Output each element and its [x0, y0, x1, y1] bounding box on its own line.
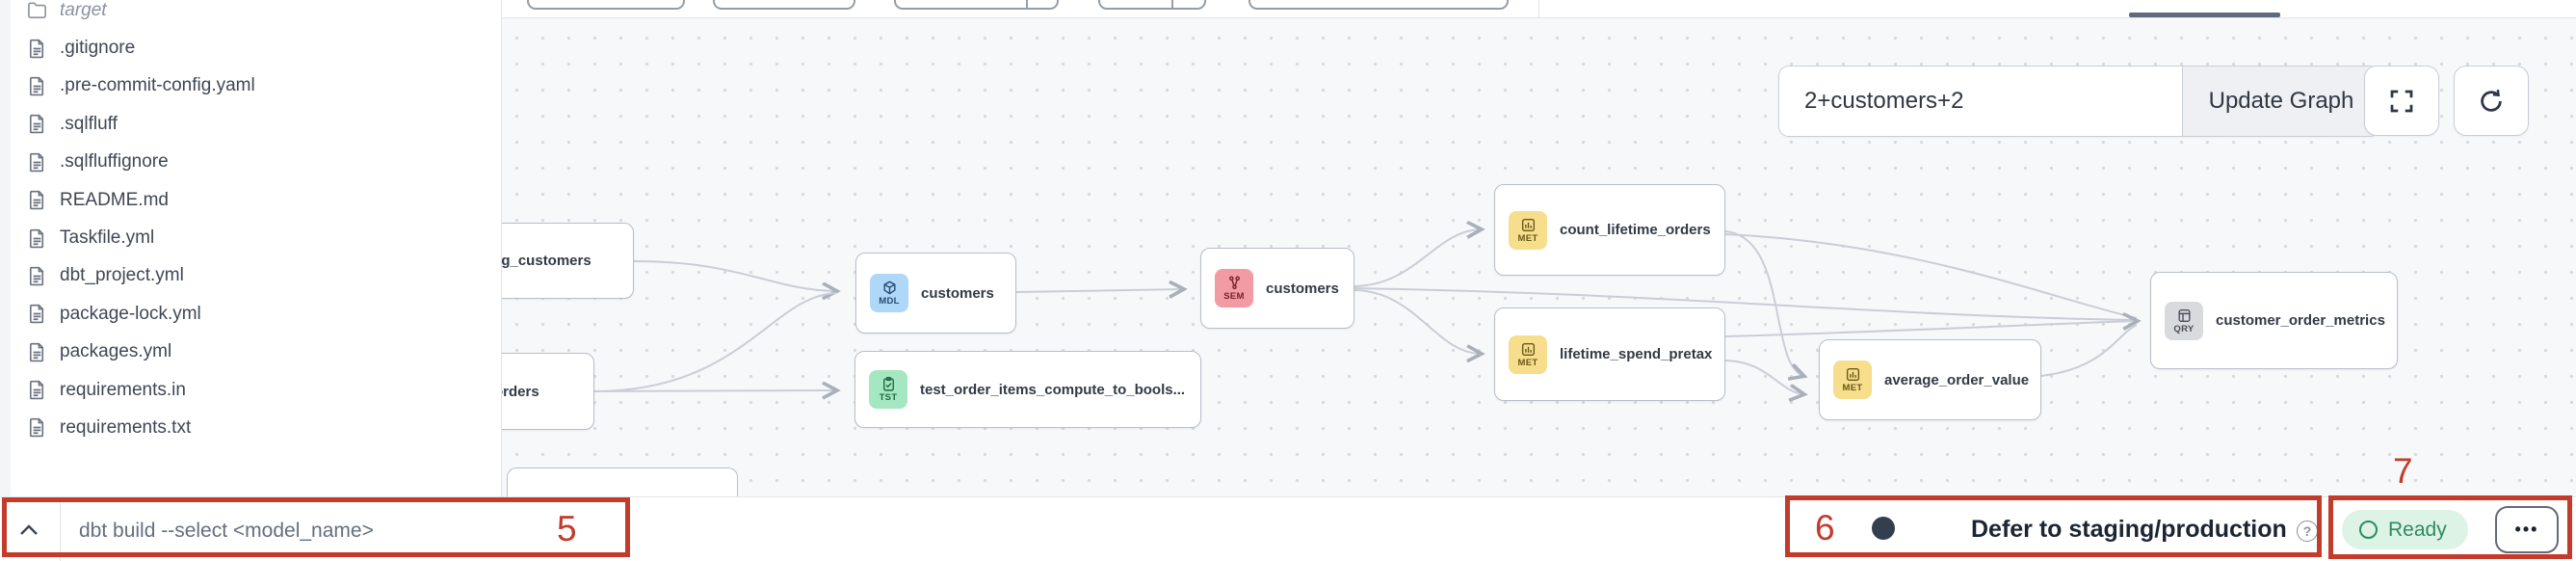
- file-row-taskfile[interactable]: Taskfile.yml: [0, 219, 501, 256]
- query-badge: QRY: [2165, 301, 2203, 340]
- document-icon: [29, 266, 44, 286]
- file-row-package-lock[interactable]: package-lock.yml: [0, 295, 501, 333]
- refresh-icon: [2481, 89, 2502, 112]
- toolbar-button-cutoff[interactable]: [713, 0, 855, 10]
- toolbar-button-cutoff[interactable]: [527, 0, 685, 10]
- cube-icon: [882, 280, 896, 295]
- model-badge: MDL: [870, 274, 908, 312]
- file-row-sqlfluff[interactable]: .sqlfluff: [0, 105, 501, 143]
- dbt-command-input[interactable]: [77, 511, 524, 551]
- document-icon: [29, 342, 44, 361]
- status-badge[interactable]: Ready: [2342, 510, 2468, 549]
- file-list: target .gitignore .pre-commit-config.yam…: [0, 0, 501, 447]
- metric-badge: MET: [1509, 334, 1547, 374]
- file-row-pre-commit-config[interactable]: .pre-commit-config.yaml: [0, 67, 501, 105]
- document-icon: [29, 115, 44, 134]
- graph-nodes-icon: [1228, 276, 1240, 290]
- file-row-gitignore[interactable]: .gitignore: [0, 29, 501, 67]
- circle-outline-icon: [2359, 521, 2378, 539]
- file-explorer-panel: target .gitignore .pre-commit-config.yam…: [0, 0, 502, 496]
- bar-divider: [60, 497, 61, 561]
- document-icon: [29, 191, 44, 210]
- refresh-button[interactable]: [2454, 66, 2529, 136]
- file-row-packages[interactable]: packages.yml: [0, 334, 501, 371]
- document-icon: [29, 152, 44, 172]
- more-options-button[interactable]: •••: [2495, 506, 2559, 553]
- graph-node-average-order-value[interactable]: MET average_order_value: [1819, 339, 2041, 420]
- table-icon: [2177, 308, 2191, 322]
- metric-badge: MET: [1509, 210, 1547, 250]
- collapse-panel-button[interactable]: [8, 511, 50, 549]
- fullscreen-button[interactable]: [2364, 66, 2439, 136]
- folder-icon: [28, 2, 46, 19]
- defer-label: Defer to staging/production: [1971, 516, 2287, 543]
- file-row-requirements-in[interactable]: requirements.in: [0, 371, 501, 409]
- graph-node-test-order-items[interactable]: TST test_order_items_compute_to_bools...: [854, 351, 1201, 428]
- document-icon: [29, 39, 44, 58]
- test-badge: TST: [869, 370, 907, 409]
- graph-node-count-lifetime-orders[interactable]: MET count_lifetime_orders: [1494, 184, 1725, 276]
- document-icon: [29, 76, 44, 96]
- toolbar-button-cutoff[interactable]: [1098, 0, 1206, 10]
- defer-toggle[interactable]: [1869, 514, 1948, 547]
- bar-chart-icon: [1846, 367, 1859, 382]
- graph-node-lifetime-spend-pretax[interactable]: MET lifetime_spend_pretax: [1494, 307, 1725, 401]
- document-icon: [29, 305, 44, 324]
- toolbar-divider: [1538, 0, 1539, 17]
- toggle-knob: [1872, 516, 1895, 540]
- command-status-bar: Defer to staging/production ? Ready •••: [0, 496, 2576, 561]
- toolbar-button-cutoff[interactable]: [1249, 0, 1509, 10]
- bar-chart-icon: [1521, 342, 1535, 356]
- semantic-model-badge: SEM: [1215, 269, 1253, 307]
- file-row-requirements-txt[interactable]: requirements.txt: [0, 409, 501, 446]
- lineage-selector-group: Update Graph: [1778, 66, 2380, 137]
- chevron-up-icon: [20, 524, 38, 535]
- toolbar-button-cutoff[interactable]: [894, 0, 1059, 10]
- ellipsis-icon: •••: [2514, 520, 2539, 539]
- fullscreen-icon: [2390, 90, 2413, 112]
- update-graph-button[interactable]: Update Graph: [2182, 67, 2379, 136]
- metric-badge: MET: [1833, 361, 1872, 399]
- file-row-readme[interactable]: README.md: [0, 181, 501, 219]
- file-row-target[interactable]: target: [0, 0, 501, 29]
- active-tab-indicator: [2129, 13, 2280, 17]
- sidebar-gutter: [0, 0, 11, 496]
- document-icon: [29, 380, 44, 400]
- graph-node-customers-semantic[interactable]: SEM customers: [1200, 248, 1354, 329]
- file-row-dbt-project[interactable]: dbt_project.yml: [0, 257, 501, 295]
- graph-node-customers-model[interactable]: MDL customers: [855, 253, 1016, 334]
- bar-chart-icon: [1521, 218, 1535, 231]
- lineage-selector-input[interactable]: [1779, 67, 2182, 136]
- canvas-toolbar-strip: [0, 0, 2576, 18]
- document-icon: [29, 418, 44, 438]
- clipboard-check-icon: [882, 377, 894, 391]
- document-icon: [29, 228, 44, 248]
- graph-node-customer-order-metrics[interactable]: QRY customer_order_metrics: [2150, 272, 2398, 369]
- file-row-sqlfluffignore[interactable]: .sqlfluffignore: [0, 144, 501, 181]
- question-circle-icon[interactable]: ?: [2297, 521, 2318, 542]
